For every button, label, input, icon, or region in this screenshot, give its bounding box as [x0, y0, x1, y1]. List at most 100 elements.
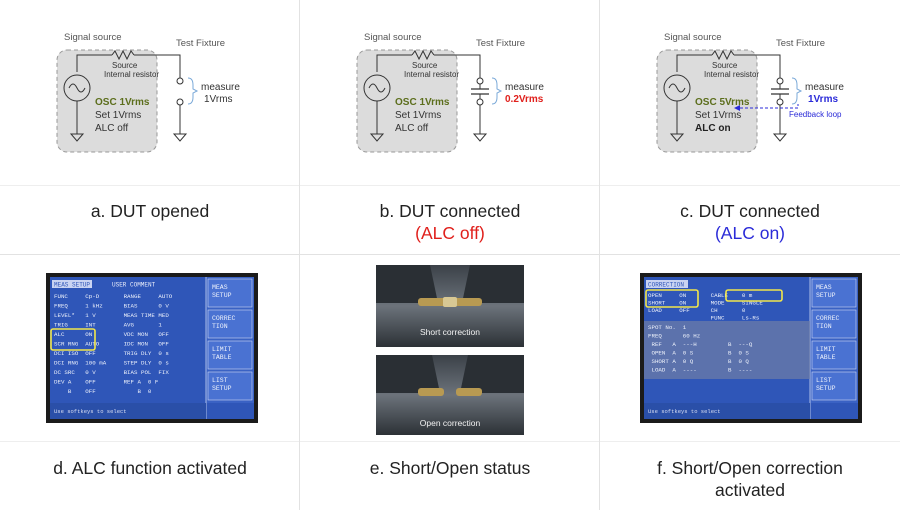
- open-short-highlight: [645, 289, 699, 308]
- ground-icon: [69, 133, 85, 142]
- measure-value: 1Vrms: [204, 94, 233, 105]
- screen-row: OPEN ON CABLE 0 m: [648, 292, 753, 299]
- resistor-symbol: [711, 49, 735, 61]
- divider: [599, 0, 600, 510]
- softkey-label: LIST: [816, 377, 832, 384]
- alc-status-label: ALC off: [95, 123, 128, 134]
- terminal: [476, 77, 484, 85]
- softkey-button[interactable]: [207, 340, 253, 370]
- caption-b: b. DUT connected (ALC off): [300, 200, 600, 244]
- screen-row: FUNC Cp-D RANGE AUTO: [54, 293, 173, 300]
- softkey-button[interactable]: [811, 371, 857, 401]
- screen-row: REF A ---H B ---Q: [648, 341, 753, 348]
- source-label: Source: [112, 61, 138, 70]
- softkey-label: SETUP: [212, 385, 232, 392]
- caption-b-sub: (ALC off): [415, 223, 485, 243]
- resistor-symbol: [111, 49, 135, 61]
- screen-row: LEVEL* 1 V MEAS TIME MED: [54, 312, 169, 319]
- softkey-label: SETUP: [816, 292, 836, 299]
- screen-row: FUNC Ls-Rs: [648, 315, 759, 322]
- alc-highlight: [50, 328, 96, 351]
- screen-row: FREQ 1 kHz BIAS 0 V: [54, 303, 169, 310]
- caption-c-title: c. DUT connected: [680, 201, 820, 221]
- panel-b-diagram: Signal source Test Fixture Source Intern…: [300, 0, 600, 185]
- terminal: [476, 98, 484, 106]
- circuit-diagram-a: Signal source Test Fixture Source Intern…: [56, 32, 240, 153]
- softkey-label: LIMIT: [212, 346, 232, 353]
- ground-icon: [472, 133, 488, 142]
- screen-row: OPEN A 0 S B 0 S: [648, 350, 749, 357]
- softkey-label: MEAS: [816, 284, 832, 291]
- status-footer: Use softkeys to select: [54, 408, 127, 415]
- lcr-screen-photo-d: MEAS SETUP USER COMMENT FUNC Cp-D RANGE …: [46, 273, 258, 423]
- ground-icon: [772, 133, 788, 142]
- softkey-label: SETUP: [816, 385, 836, 392]
- screen-row: LOAD OFF CH 0: [648, 307, 746, 314]
- set-level-label: Set 1Vrms: [695, 110, 741, 121]
- panel-d-screen: MEAS SETUP USER COMMENT FUNC Cp-D RANGE …: [0, 255, 300, 441]
- settings-list: FUNC Cp-D RANGE AUTO FREQ 1 kHz BIAS 0 V L…: [54, 293, 173, 395]
- test-fixture-label: Test Fixture: [176, 38, 225, 49]
- softkey-label: TION: [816, 323, 832, 330]
- softkey-button[interactable]: [811, 278, 857, 308]
- screen-row: DC SRC 0 V BIAS POL FIX: [54, 369, 169, 376]
- screen-row: DCI RNG 100 mA STEP DLY 0 s: [54, 360, 169, 367]
- circuit-diagram-c: Signal source Test Fixture Source Intern…: [656, 32, 844, 153]
- open-terminal: [176, 98, 184, 106]
- signal-source-label: Signal source: [664, 32, 722, 43]
- open-correction-photo: Open correction: [376, 355, 524, 435]
- circuit-diagram-b: Signal source Test Fixture Source Intern…: [356, 32, 544, 153]
- screen-row: SPOT No. 1: [648, 324, 687, 331]
- softkey-label: SETUP: [212, 292, 232, 299]
- screen-title: USER COMMENT: [112, 282, 156, 289]
- terminal: [776, 98, 784, 106]
- caption-e: e. Short/Open status: [369, 458, 531, 478]
- screen-row: FREQ 60 Hz: [648, 333, 701, 340]
- softkey-label: TABLE: [212, 354, 232, 361]
- softkey-button[interactable]: [207, 309, 253, 339]
- panel-c-diagram: Signal source Test Fixture Source Intern…: [600, 0, 900, 185]
- softkey-label: CORREC: [816, 315, 840, 322]
- cable-highlight: [725, 289, 783, 302]
- softkey-label: MEAS: [212, 284, 228, 291]
- caption-c-sub: (ALC on): [714, 223, 786, 243]
- terminal: [776, 77, 784, 85]
- short-correction-photo: Short correction: [376, 265, 524, 347]
- source-label: Source: [712, 61, 738, 70]
- screen-row: SHORT ON MODE SINGLE: [648, 300, 763, 307]
- measure-label: measure: [805, 82, 844, 93]
- fixture-photos: Short correction Open correction: [376, 265, 524, 435]
- caption-b-title: b. DUT connected: [379, 201, 521, 221]
- softkey-label: TABLE: [816, 354, 836, 361]
- set-level-label: Set 1Vrms: [95, 110, 141, 121]
- measure-brace: [791, 77, 803, 105]
- alc-status-label: ALC off: [395, 123, 428, 134]
- screen-row: DCI ISO OFF TRIG DLY 0 s: [54, 350, 169, 357]
- softkey-label: LIMIT: [816, 346, 836, 353]
- softkey-button[interactable]: [207, 278, 253, 308]
- softkey-label: CORREC: [212, 315, 236, 322]
- softkey-label: TION: [212, 323, 228, 330]
- open-correction-label: Open correction: [420, 418, 481, 428]
- ground-icon: [172, 133, 188, 142]
- panel-a-diagram: Signal source Test Fixture Source Intern…: [0, 0, 300, 185]
- measure-label: measure: [201, 82, 240, 93]
- ground-icon: [669, 133, 685, 142]
- softkey-button[interactable]: [207, 371, 253, 401]
- test-fixture-label: Test Fixture: [776, 38, 825, 49]
- softkey-button[interactable]: [811, 309, 857, 339]
- screen-row: ALC ON VDC MON OFF: [54, 331, 169, 338]
- caption-d: d. ALC function activated: [53, 458, 247, 478]
- source-label: Source: [412, 61, 438, 70]
- measure-brace: [491, 77, 503, 105]
- signal-source-label: Signal source: [64, 32, 122, 43]
- softkey-button[interactable]: [811, 340, 857, 370]
- spot-correction-table: SPOT No. 1 FREQ 60 Hz REF A ---H B ---Q O…: [648, 324, 753, 374]
- feedback-loop-label: Feedback loop: [789, 110, 842, 119]
- screen-row: SCR RNG AUTO IDC MON OFF: [54, 341, 169, 348]
- test-fixture-label: Test Fixture: [476, 38, 525, 49]
